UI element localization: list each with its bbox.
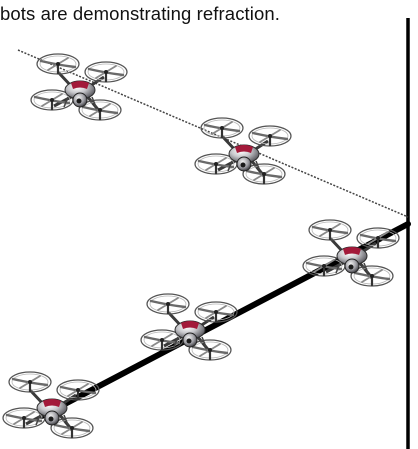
drone-icon <box>31 54 127 120</box>
drone-icon <box>303 220 399 286</box>
slide-caption: bots are demonstrating refraction. <box>0 3 281 24</box>
drone-icon <box>3 372 99 438</box>
drone-icon <box>141 294 237 360</box>
path-line-upper <box>17 49 409 218</box>
drone-icon <box>195 118 291 184</box>
